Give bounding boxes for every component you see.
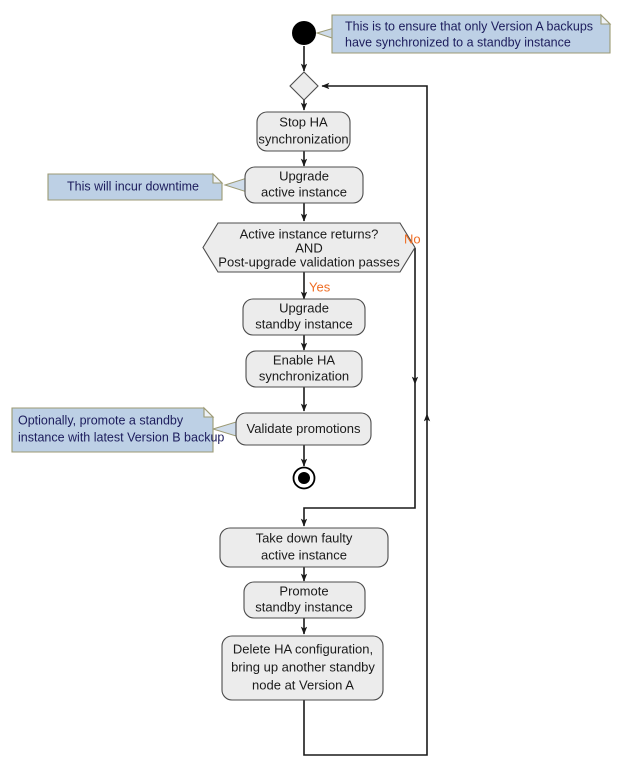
node-promote-standby-instance[interactable]: Promote standby instance <box>243 581 366 619</box>
node-upgrade-active-box[interactable] <box>244 166 364 204</box>
node-enable-ha-box[interactable] <box>245 350 363 388</box>
node-delete-ha-box[interactable] <box>221 635 384 701</box>
note-promotion: Optionally, promote a standby instance w… <box>11 406 224 453</box>
node-stop-ha-line1: Stop HA <box>279 114 328 129</box>
note-start: This is to ensure that only Version A ba… <box>331 13 612 54</box>
branch-label-no: No <box>404 231 421 246</box>
node-validate-promotions-label: Validate promotions <box>247 421 361 436</box>
node-upgrade-standby-line1: Upgrade <box>279 300 329 315</box>
node-stop-ha-synchronization[interactable]: Stop HA synchronization <box>256 111 351 152</box>
node-upgrade-standby-box[interactable] <box>242 298 366 336</box>
node-decision-line2: AND <box>295 240 322 255</box>
leader-downtime-note <box>223 177 248 193</box>
note-downtime: This will incur downtime <box>47 172 224 201</box>
node-delete-ha-line3: node at Version A <box>252 677 354 692</box>
node-enable-ha-line2: synchronization <box>259 368 349 383</box>
node-merge-diamond[interactable] <box>289 71 319 101</box>
node-upgrade-standby-instance[interactable]: Upgrade standby instance <box>242 298 366 336</box>
node-take-down-box[interactable] <box>219 527 389 568</box>
node-delete-ha-configuration[interactable]: Delete HA configuration, bring up anothe… <box>221 635 384 701</box>
node-upgrade-active-instance[interactable]: Upgrade active instance <box>244 166 364 204</box>
edge-no-branch-to-takedown-box <box>300 384 416 527</box>
node-upgrade-active-line1: Upgrade <box>279 168 329 183</box>
node-stop-ha-line2: synchronization <box>258 131 348 146</box>
node-end[interactable] <box>292 466 316 490</box>
node-upgrade-standby-line2: standby instance <box>255 316 353 331</box>
node-decision-line1: Active instance returns? <box>240 226 379 241</box>
node-promote-standby-box[interactable] <box>243 581 366 619</box>
node-promote-standby-line2: standby instance <box>255 599 353 614</box>
edge-delete-ha-loop-back-to-merge <box>303 413 431 756</box>
node-enable-ha-line1: Enable HA <box>273 352 335 367</box>
note-promotion-line1: Optionally, promote a standby <box>18 413 184 427</box>
node-delete-ha-line2: bring up another standby <box>231 659 375 674</box>
node-stop-ha-box[interactable] <box>256 111 351 152</box>
final-node-dot-icon[interactable] <box>298 472 310 484</box>
note-start-body <box>331 14 611 54</box>
note-promotion-body <box>11 407 214 453</box>
initial-node-icon[interactable] <box>292 21 316 45</box>
node-decision-line3: Post-upgrade validation passes <box>218 254 400 269</box>
note-downtime-fold-icon <box>212 172 224 184</box>
note-downtime-body <box>47 173 223 201</box>
node-validate-promotions-box[interactable] <box>235 412 372 446</box>
node-upgrade-active-line2: active instance <box>261 184 347 199</box>
note-promotion-line2: instance with latest Version B backup <box>18 430 224 444</box>
note-start-fold-icon <box>600 13 612 25</box>
node-take-down-line1: Take down faulty <box>256 530 353 545</box>
edges-layer <box>300 46 431 756</box>
branch-label-yes: Yes <box>309 279 331 294</box>
merge-diamond-icon[interactable] <box>289 71 319 101</box>
node-enable-ha-synchronization[interactable]: Enable HA synchronization <box>245 350 363 388</box>
node-take-down-line2: active instance <box>261 547 347 562</box>
node-decision[interactable]: Active instance returns? AND Post-upgrad… <box>202 222 416 273</box>
node-promote-standby-line1: Promote <box>279 583 328 598</box>
note-start-line2: have synchronized to a standby instance <box>345 35 571 49</box>
node-delete-ha-line1: Delete HA configuration, <box>233 641 373 656</box>
node-validate-promotions[interactable]: Validate promotions <box>235 412 372 446</box>
node-start[interactable] <box>292 21 316 45</box>
note-promotion-fold-icon <box>203 406 215 418</box>
note-start-line1: This is to ensure that only Version A ba… <box>345 19 593 33</box>
decision-hexagon-icon[interactable] <box>202 222 416 273</box>
edge-loop-back-top-to-merge <box>321 82 428 414</box>
note-downtime-line1: This will incur downtime <box>67 179 199 193</box>
node-take-down-faulty-active-instance[interactable]: Take down faulty active instance <box>219 527 389 568</box>
